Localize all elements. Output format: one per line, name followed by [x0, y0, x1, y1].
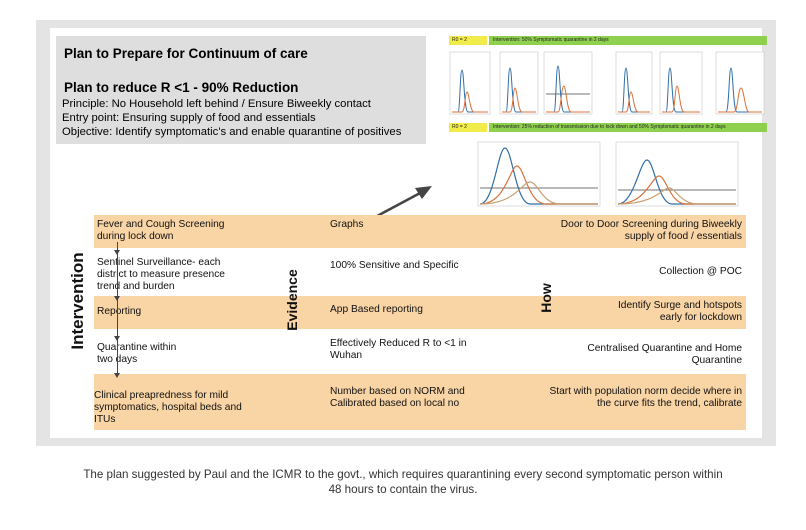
how-cell-2: Collection @ POC [659, 266, 742, 277]
panel-5 [659, 51, 703, 115]
plan-principle: Principle: No Household left behind / En… [62, 98, 371, 110]
plan-title: Plan to Prepare for Continuum of care [64, 46, 308, 61]
table-row-1 [94, 215, 746, 248]
banner-top: Intervention: 50% Symptomatic quarantine… [489, 36, 767, 45]
plan-subtitle: Plan to reduce R <1 - 90% Reduction [64, 80, 299, 95]
epidemic-curve-panels-bottom [477, 141, 739, 207]
table-row-3 [94, 296, 746, 329]
panel-4 [615, 51, 653, 115]
evidence-label: Evidence [284, 269, 300, 331]
banner-bottom: Intervention: 25% reduction of transmiss… [489, 123, 767, 132]
plan-entry-point: Entry point: Ensuring supply of food and… [62, 112, 316, 124]
evidence-cell-2: 100% Sensitive and Specific [330, 260, 459, 271]
panel-3 [543, 51, 593, 115]
intervention-label: Intervention [68, 252, 87, 350]
panel-2 [499, 51, 539, 115]
intervention-flow-line [117, 242, 118, 376]
panel-right [615, 141, 739, 207]
flow-arrowhead [114, 250, 120, 255]
table-row-5 [94, 374, 746, 430]
banner-top-r: R0 = 2 [449, 36, 487, 45]
banner-bottom-r: R0 = 2 [449, 123, 487, 132]
image-caption: The plan suggested by Paul and the ICMR … [83, 468, 723, 496]
plan-objective: Objective: Identify symptomatic's and en… [62, 126, 402, 138]
panel-6 [715, 51, 765, 115]
intervention-cell-3: Reporting [97, 306, 142, 317]
how-cell-5: Start with population norm decide where … [549, 386, 742, 409]
panel-left [477, 141, 601, 207]
plan-box: Plan to Prepare for Continuum of care Pl… [56, 36, 426, 144]
panel-1 [449, 51, 491, 115]
flow-arrowhead [114, 336, 120, 341]
how-label: How [538, 283, 554, 313]
flow-arrowhead [114, 296, 120, 301]
epidemic-curve-panels-top [449, 51, 765, 115]
evidence-cell-3: App Based reporting [330, 304, 423, 315]
flow-arrowhead [114, 373, 120, 378]
evidence-cell-1: Graphs [330, 219, 364, 230]
